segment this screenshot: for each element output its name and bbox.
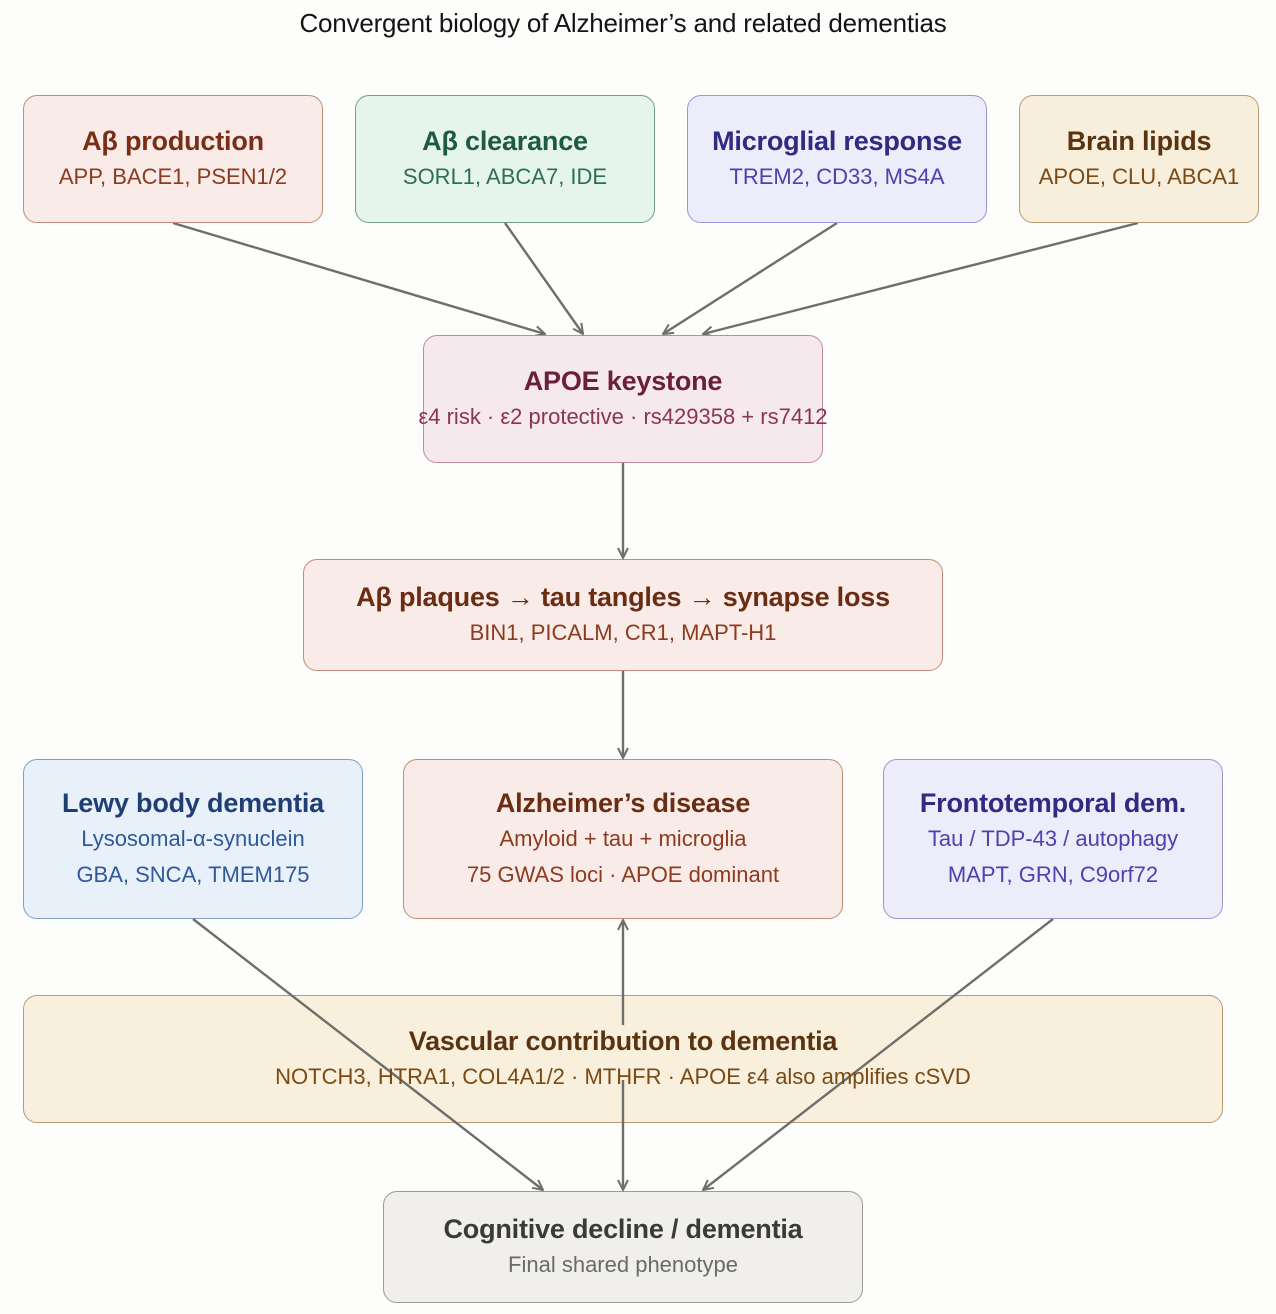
node-apoe-keystone: APOE keystone ε4 risk · ε2 protective · … (418, 335, 828, 463)
node-brain-lipids: Brain lipids APOE, CLU, ABCA1 (1019, 95, 1259, 223)
node-title: Microglial response (712, 126, 962, 156)
node-title: Alzheimer’s disease (495, 788, 751, 818)
edge-microglial-to-apoe (663, 221, 838, 334)
node-title: Vascular contribution to dementia (408, 1026, 838, 1056)
node-title: Aβ production (82, 126, 264, 156)
node-vascular-contribution: Vascular contribution to dementia NOTCH3… (23, 995, 1223, 1123)
node-genes: APP, BACE1, PSEN1/2 (58, 164, 288, 189)
node-variants: ε4 risk · ε2 protective · rs429358 + rs7… (418, 404, 828, 429)
node-title: Aβ clearance (422, 126, 588, 156)
node-mechanism: Lysosomal-α-synuclein (81, 826, 305, 851)
node-genes: SORL1, ABCA7, IDE (402, 164, 608, 189)
node-title: APOE keystone (523, 366, 723, 396)
node-genes: MAPT, GRN, C9orf72 (947, 862, 1159, 887)
edge-ab-production-to-apoe (172, 221, 545, 334)
node-cognitive-decline: Cognitive decline / dementia Final share… (383, 1191, 863, 1303)
node-title: Frontotemporal dem. (919, 788, 1187, 818)
node-title: Brain lipids (1066, 126, 1212, 156)
node-genes: 75 GWAS loci · APOE dominant (466, 862, 780, 887)
edge-ab-clearance-to-apoe (504, 222, 583, 334)
node-title: Cognitive decline / dementia (443, 1214, 803, 1244)
node-plaques-cascade: Aβ plaques → tau tangles → synapse loss … (303, 559, 943, 671)
node-title: Aβ plaques → tau tangles → synapse loss (356, 582, 890, 612)
node-lewy-body-dementia: Lewy body dementia Lysosomal-α-synuclein… (23, 759, 363, 919)
node-genes: BIN1, PICALM, CR1, MAPT-H1 (469, 620, 777, 645)
edge-lipids-to-apoe (703, 221, 1139, 334)
node-genes: NOTCH3, HTRA1, COL4A1/2 · MTHFR · APOE ε… (275, 1064, 971, 1089)
node-ab-production: Aβ production APP, BACE1, PSEN1/2 (23, 95, 323, 223)
node-genes: GBA, SNCA, TMEM175 (76, 862, 310, 887)
node-title: Lewy body dementia (62, 788, 324, 818)
node-mechanism: Amyloid + tau + microglia (499, 826, 747, 851)
node-alzheimers-disease: Alzheimer’s disease Amyloid + tau + micr… (403, 759, 843, 919)
diagram-title: Convergent biology of Alzheimer’s and re… (299, 8, 947, 38)
node-frontotemporal-dementia: Frontotemporal dem. Tau / TDP-43 / autop… (883, 759, 1223, 919)
node-ab-clearance: Aβ clearance SORL1, ABCA7, IDE (355, 95, 655, 223)
node-genes: TREM2, CD33, MS4A (729, 164, 945, 189)
node-genes: APOE, CLU, ABCA1 (1038, 164, 1240, 189)
node-microglial-response: Microglial response TREM2, CD33, MS4A (687, 95, 987, 223)
node-mechanism: Tau / TDP-43 / autophagy (927, 826, 1179, 851)
node-subtitle: Final shared phenotype (508, 1252, 738, 1277)
